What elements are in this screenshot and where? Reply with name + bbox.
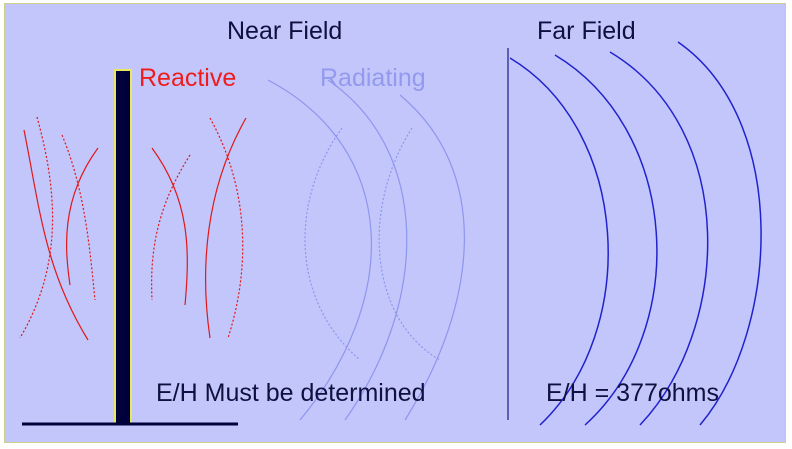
reactive-curve (66, 147, 99, 286)
radiating-curve (327, 79, 408, 421)
reactive-field-lines-right (151, 117, 247, 339)
far-field-label: Far Field (537, 17, 636, 45)
far-field-wave (509, 57, 609, 426)
radiating-curve (378, 127, 441, 361)
radiating-curve (304, 127, 361, 361)
antenna-mast (114, 69, 132, 425)
radiating-label: Radiating (320, 64, 426, 92)
reactive-field-lines-left (19, 116, 99, 341)
reactive-curve (19, 116, 54, 339)
far-field-wave (554, 54, 658, 426)
radiating-curve (399, 94, 465, 421)
far-field-wave (609, 51, 709, 426)
reactive-label: Reactive (139, 64, 237, 92)
far-field-wavefronts (509, 41, 762, 426)
reactive-curve (209, 117, 244, 339)
reactive-curve (61, 134, 96, 301)
radiating-field-lines (267, 79, 465, 421)
near-field-impedance-note: E/H Must be determined (156, 379, 426, 407)
far-field-wave (677, 41, 762, 426)
reactive-curve (23, 129, 89, 341)
reactive-curve (205, 117, 247, 339)
radiating-curve (267, 79, 372, 421)
far-field-impedance-note: E/H = 377ohms (546, 379, 720, 407)
near-field-label: Near Field (227, 17, 343, 45)
reactive-curve (151, 154, 191, 301)
reactive-curve (151, 147, 188, 306)
